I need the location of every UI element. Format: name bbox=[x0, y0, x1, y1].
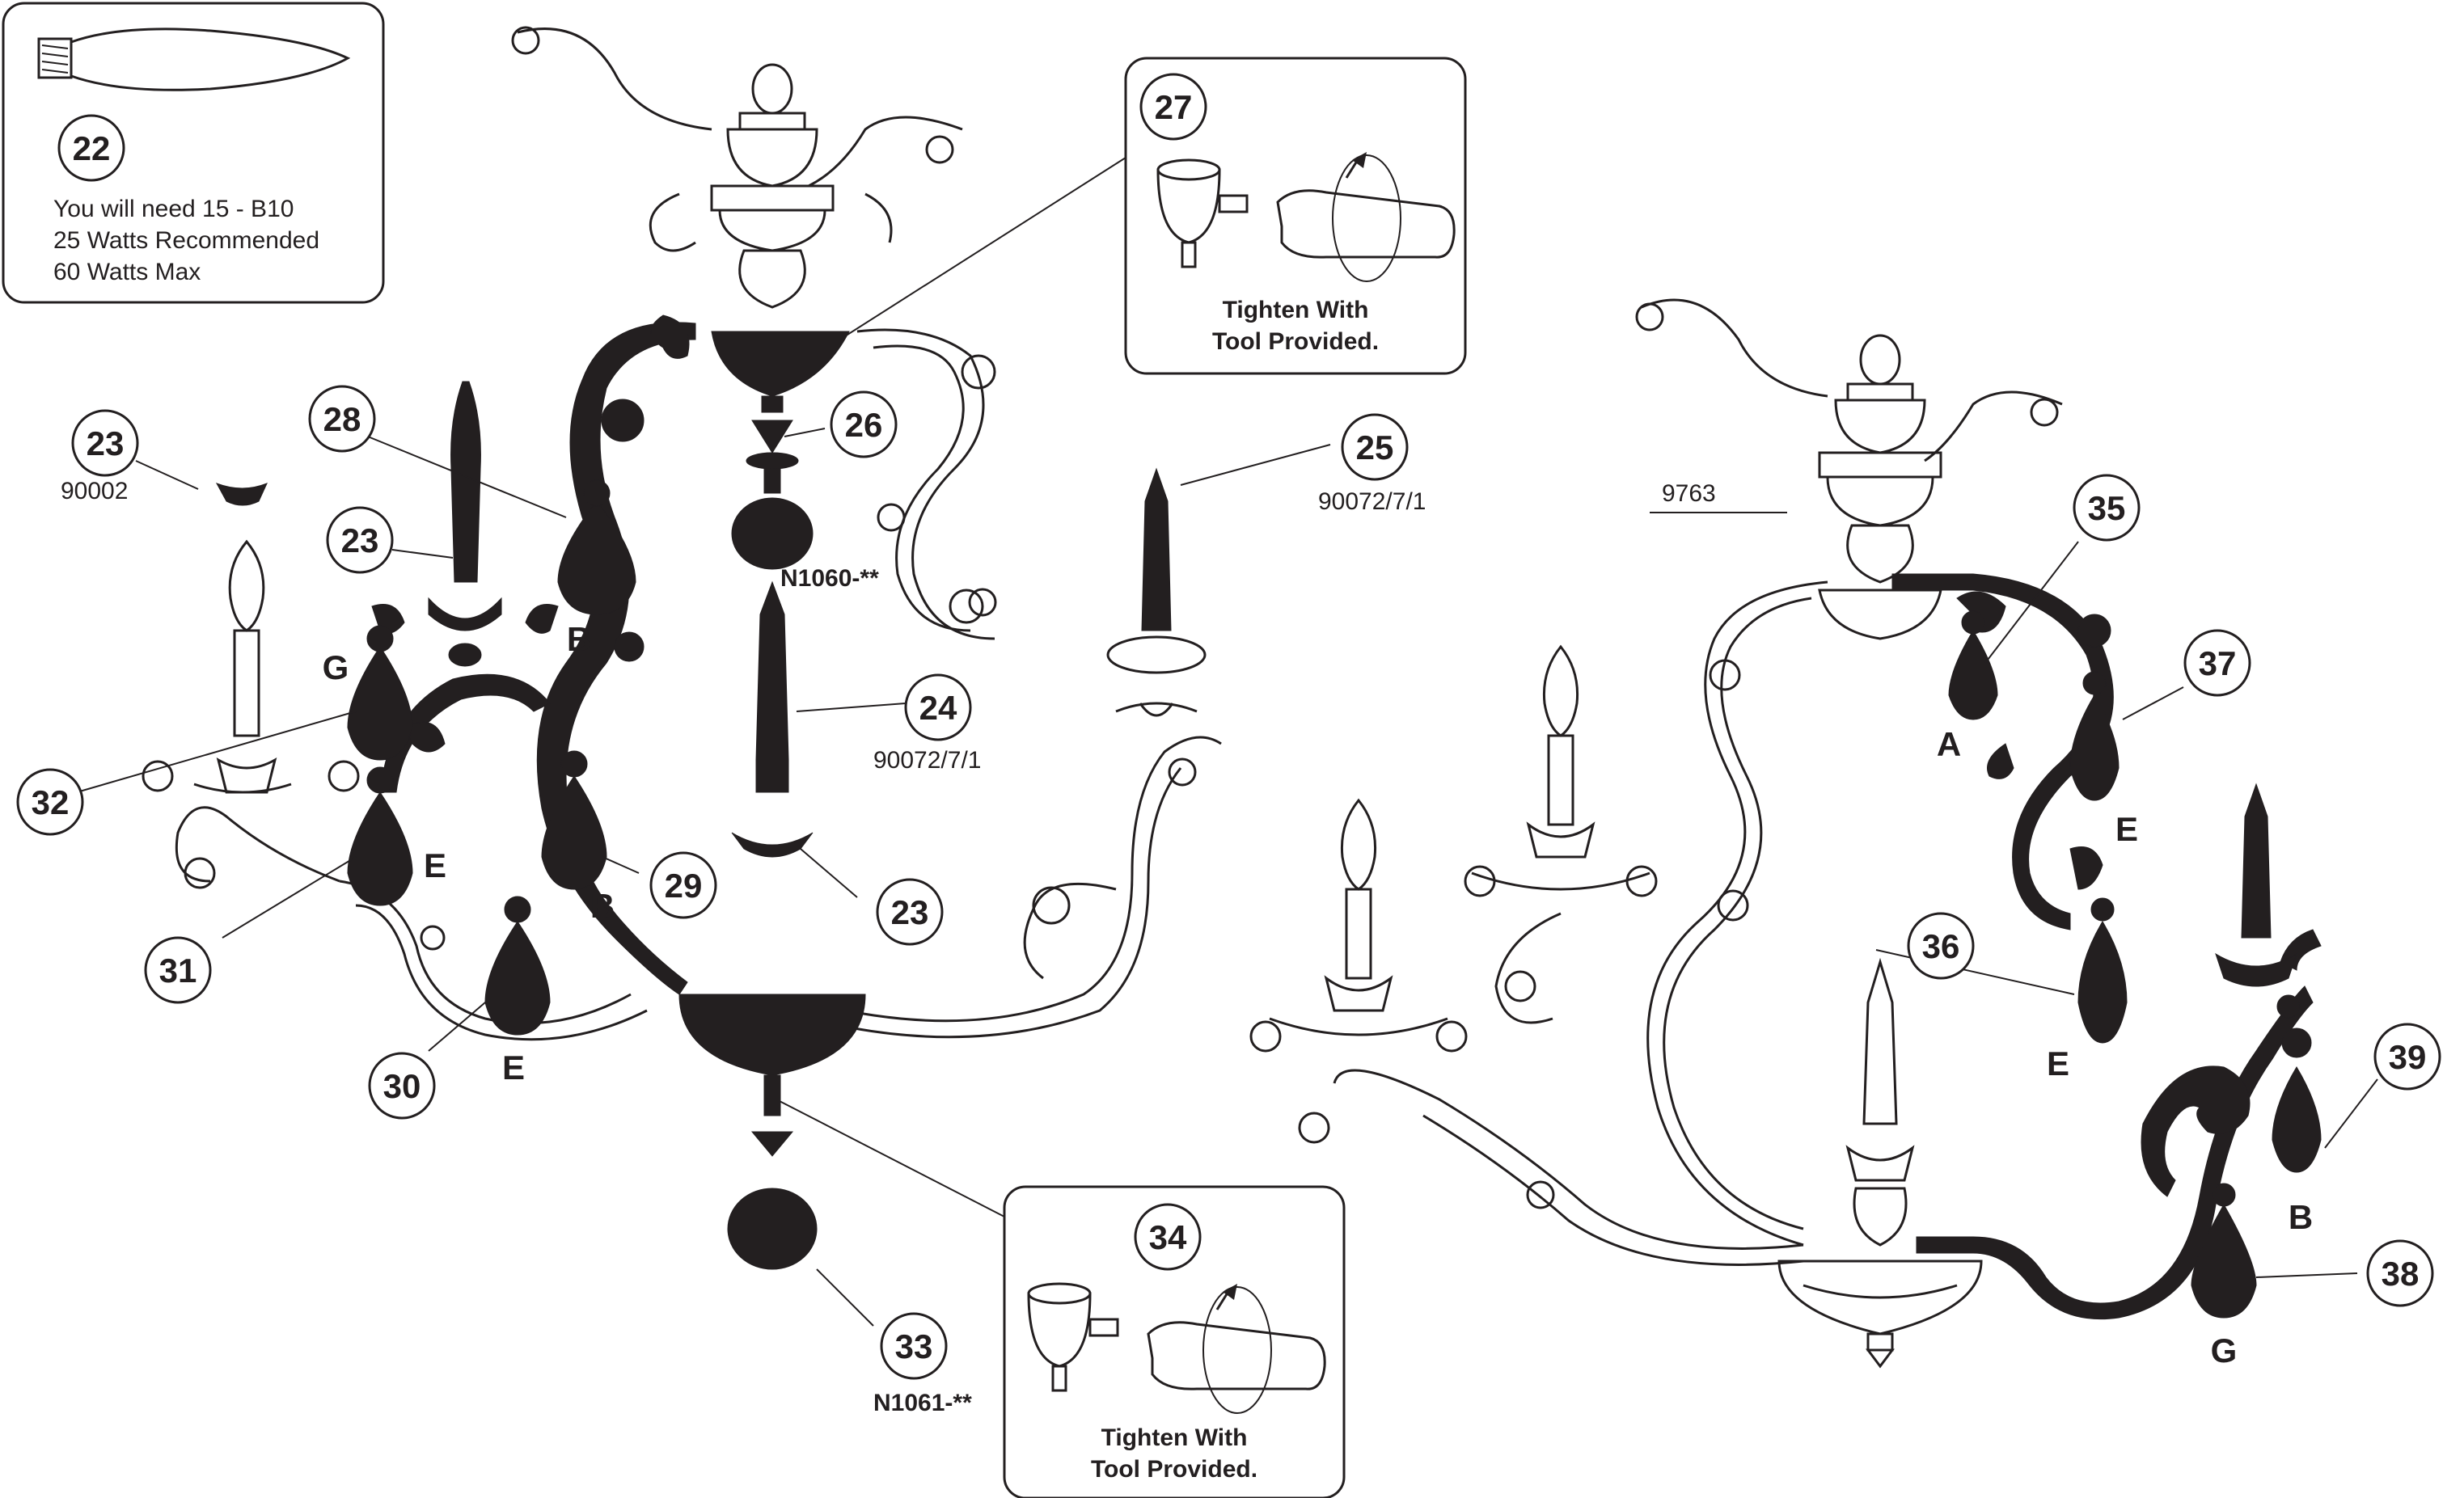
svg-text:25: 25 bbox=[1356, 428, 1394, 466]
tool-icon bbox=[1147, 1284, 1326, 1414]
letter-e-left-2: E bbox=[502, 1049, 525, 1087]
part-29-callout: 29 bbox=[649, 851, 717, 919]
svg-text:35: 35 bbox=[2088, 489, 2126, 527]
svg-text:24: 24 bbox=[919, 689, 957, 727]
left-chandelier-dark-parts bbox=[215, 314, 1172, 1270]
svg-text:38: 38 bbox=[2382, 1255, 2420, 1293]
part-number-callouts: 23 23 23 24 25 26 28 29 bbox=[16, 385, 2441, 1380]
svg-text:33: 33 bbox=[895, 1327, 933, 1365]
svg-text:28: 28 bbox=[323, 400, 361, 438]
crystal-letters: G B B E E A E E B G bbox=[323, 620, 2314, 1369]
code-90072-right: 90072/7/1 bbox=[1318, 488, 1426, 515]
svg-text:31: 31 bbox=[159, 952, 197, 990]
tighten-27-line-1: Tighten With bbox=[1223, 297, 1369, 323]
part-37-callout: 37 bbox=[2183, 629, 2251, 697]
code-n1061: N1061-** bbox=[873, 1390, 972, 1416]
svg-text:30: 30 bbox=[383, 1067, 421, 1105]
letter-a-right: A bbox=[1937, 725, 1961, 763]
part-33-callout: 33 bbox=[880, 1312, 948, 1380]
tighten-callout-34: 34 Tighten With Tool Provided. bbox=[1003, 1185, 1346, 1498]
part-36-callout: 36 bbox=[1907, 912, 1975, 980]
code-90002: 90002 bbox=[61, 478, 128, 504]
part-30-callout: 30 bbox=[368, 1052, 436, 1120]
bulb-note-line-3: 60 Watts Max bbox=[53, 259, 201, 285]
part-38-callout: 38 bbox=[2366, 1239, 2434, 1307]
svg-text:37: 37 bbox=[2199, 644, 2237, 682]
letter-b-left-1: B bbox=[567, 620, 591, 658]
part-31-callout: 31 bbox=[144, 936, 212, 1004]
part-32-callout: 32 bbox=[16, 768, 84, 836]
svg-text:32: 32 bbox=[32, 783, 70, 821]
socket-icon bbox=[1156, 158, 1249, 268]
letter-g-left: G bbox=[323, 648, 349, 686]
bulb-note-box: 22 You will need 15 - B10 25 Watts Recom… bbox=[2, 2, 385, 304]
svg-text:39: 39 bbox=[2389, 1038, 2427, 1076]
svg-text:23: 23 bbox=[87, 424, 125, 462]
part-27-number: 27 bbox=[1155, 88, 1193, 126]
part-25-callout: 25 bbox=[1341, 413, 1409, 481]
bulb-note-line-2: 25 Watts Recommended bbox=[53, 227, 319, 254]
part-codes: 90002 90072/7/1 90072/7/1 N1060-** N1061… bbox=[61, 478, 1716, 1416]
svg-text:36: 36 bbox=[1922, 927, 1960, 965]
part-28-callout: 28 bbox=[308, 385, 376, 453]
code-90072-center: 90072/7/1 bbox=[873, 747, 981, 774]
tighten-27-line-2: Tool Provided. bbox=[1212, 328, 1379, 355]
tighten-callout-27: 27 Tighten With Tool Provided. bbox=[1124, 57, 1467, 375]
part-23-callout-left: 23 bbox=[71, 409, 139, 477]
right-chandelier-outline bbox=[1249, 298, 2063, 1369]
b10-bulb-icon bbox=[37, 27, 351, 91]
part-22-circle bbox=[57, 114, 125, 182]
part-26-callout: 26 bbox=[830, 390, 898, 458]
leader-lines bbox=[76, 428, 2378, 1327]
letter-e-right-1: E bbox=[2115, 810, 2138, 848]
letter-e-right-2: E bbox=[2047, 1044, 2069, 1082]
svg-text:29: 29 bbox=[665, 867, 703, 905]
code-n1060: N1060-** bbox=[780, 565, 879, 592]
letter-b-left-2: B bbox=[590, 887, 615, 925]
part-35-callout: 35 bbox=[2073, 474, 2141, 542]
tighten-34-line-1: Tighten With bbox=[1101, 1424, 1248, 1451]
part-34-number: 34 bbox=[1149, 1218, 1187, 1256]
socket-icon bbox=[1027, 1282, 1119, 1392]
tighten-34-line-2: Tool Provided. bbox=[1091, 1456, 1257, 1483]
svg-text:23: 23 bbox=[341, 521, 379, 559]
svg-text:26: 26 bbox=[845, 406, 883, 444]
left-chandelier-outline bbox=[142, 26, 1222, 1041]
part-39-callout: 39 bbox=[2373, 1023, 2441, 1091]
letter-g-right: G bbox=[2211, 1331, 2238, 1369]
right-chandelier-dark-parts bbox=[1891, 573, 2322, 1320]
part-23-callout-candle: 23 bbox=[326, 506, 394, 574]
part-23-callout-center: 23 bbox=[876, 878, 944, 946]
bulb-note-line-1: You will need 15 - B10 bbox=[53, 196, 294, 222]
part-22-number: 22 bbox=[73, 129, 111, 167]
svg-text:23: 23 bbox=[891, 893, 929, 931]
letter-b-right: B bbox=[2289, 1198, 2313, 1236]
part-24-callout: 24 bbox=[904, 673, 972, 741]
letter-e-left-1: E bbox=[424, 846, 446, 884]
tool-icon bbox=[1276, 152, 1456, 282]
code-9763: 9763 bbox=[1662, 480, 1716, 507]
